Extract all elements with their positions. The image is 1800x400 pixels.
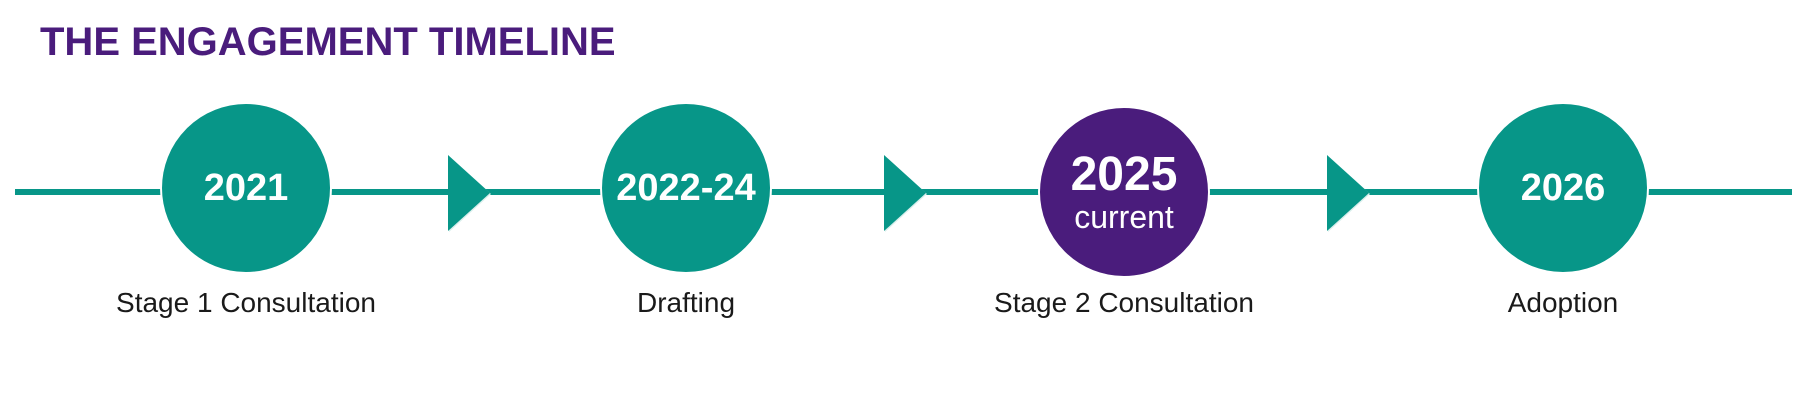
arrow-right-icon bbox=[448, 155, 490, 231]
arrow-right-icon bbox=[1327, 155, 1369, 231]
stage-year: 2021 bbox=[203, 167, 289, 209]
stage-year: 2026 bbox=[1520, 167, 1606, 209]
stage-circle-2021: 2021 bbox=[160, 102, 332, 274]
stage-year: 2022-24 bbox=[616, 167, 756, 209]
stage-label: Adoption bbox=[1507, 287, 1619, 318]
stage-label: Stage 1 Consultation bbox=[116, 287, 376, 318]
page-title: THE ENGAGEMENT TIMELINE bbox=[40, 20, 616, 64]
stage-circle-2022-24: 2022-24 bbox=[600, 102, 772, 274]
stage-label: Stage 2 Consultation bbox=[994, 287, 1254, 318]
arrow-right-icon bbox=[884, 155, 926, 231]
current-marker: current bbox=[1074, 199, 1174, 235]
stage-circle-2026: 2026 bbox=[1477, 102, 1649, 274]
stage-circle-2025-current: 2025 current bbox=[1038, 106, 1210, 278]
stage-label: Drafting bbox=[636, 287, 736, 318]
stage-year: 2025 bbox=[1070, 148, 1178, 201]
